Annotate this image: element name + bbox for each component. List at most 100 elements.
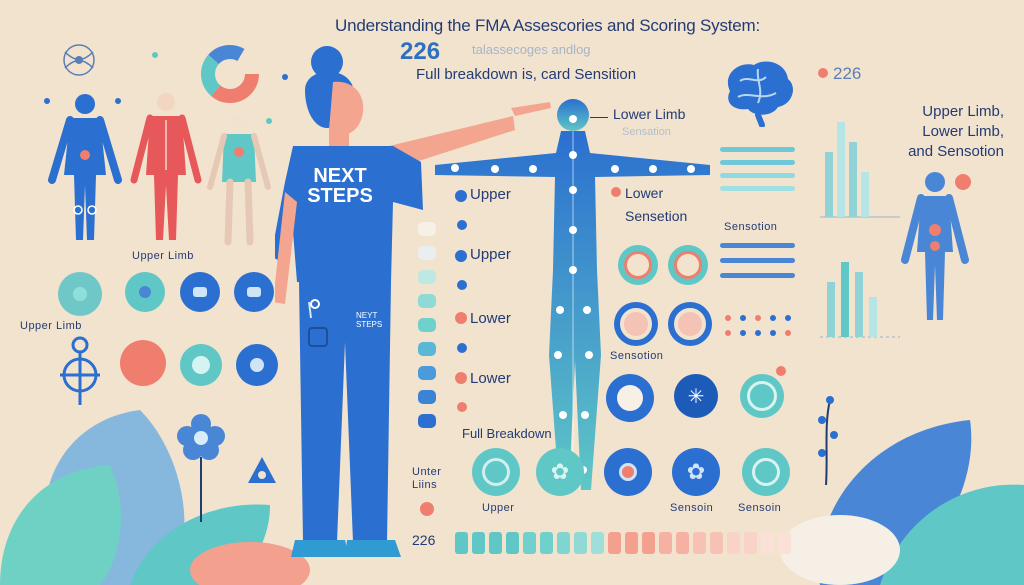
bottom-number: 226 <box>412 532 436 548</box>
list-label-lower-right: Lower <box>625 185 664 201</box>
progress-segment <box>761 532 774 554</box>
circle-icon-4 <box>234 272 274 312</box>
hbar <box>720 160 795 165</box>
bottom-flower-icon: ✿ <box>536 448 584 496</box>
legend-square <box>418 366 436 380</box>
bottom-label-sensoin-2: Sensoin <box>738 502 782 514</box>
progress-segment <box>710 532 723 554</box>
progress-segment <box>591 532 604 554</box>
bottom-icon-4: ✿ <box>672 448 720 496</box>
label-full-breakdown: Full Breakdown <box>462 426 552 441</box>
accent-dot <box>44 98 50 104</box>
stick-figure-icon <box>60 336 100 405</box>
flower-badge-icon <box>180 344 222 386</box>
left-leaves-illustration <box>0 410 310 585</box>
accent-dot <box>266 118 272 124</box>
ring-icon-1 <box>618 245 658 285</box>
label-sensotion-1: Sensotion <box>610 350 664 362</box>
circle-icon-coral <box>120 340 166 386</box>
muscle-figure-icon <box>130 93 202 240</box>
list-dot <box>455 312 467 324</box>
list-label-upper-1: Upper <box>470 186 511 203</box>
list-dot <box>457 280 467 290</box>
list-dot <box>457 402 467 412</box>
brain-icon <box>727 61 793 127</box>
progress-segment <box>744 532 757 554</box>
progress-segment <box>574 532 587 554</box>
human-figure-icon <box>48 94 122 240</box>
list-dot <box>455 250 467 262</box>
list-label-lower-2: Lower <box>470 370 511 387</box>
right-number: 226 <box>833 64 862 83</box>
body-label-faded: Sensation <box>622 126 671 138</box>
human-figure-icon-right <box>901 172 969 320</box>
accent-dot <box>776 366 786 376</box>
legend-square <box>418 270 436 284</box>
legend-square <box>418 222 436 236</box>
faded-subtitle: talassecoges andlog <box>472 42 591 57</box>
skeleton-figure-icon <box>207 114 271 246</box>
hbar <box>720 258 795 263</box>
donut-chart-icon <box>201 45 259 103</box>
body-label-lower-limb: Lower Limb <box>613 106 686 122</box>
progress-segment <box>455 532 468 554</box>
ring-icon-2 <box>668 245 708 285</box>
page-title: Understanding the FMA Assescories and Sc… <box>335 16 761 35</box>
callout-line <box>590 117 608 118</box>
left-label-upper-limb-2: Upper Limb <box>20 320 82 332</box>
bottom-label-sensoin-1: Sensoin <box>670 502 714 514</box>
progress-segment <box>540 532 553 554</box>
accent-dot <box>818 68 828 78</box>
badge-icon <box>236 344 278 386</box>
progress-segment <box>625 532 638 554</box>
triangle-icon <box>248 457 276 483</box>
label-sensotion-2: Sensotion <box>724 221 778 233</box>
bar-chart-icon <box>820 122 900 338</box>
legend-square <box>418 294 436 308</box>
progress-segment <box>472 532 485 554</box>
header-number: 226 <box>400 38 441 65</box>
legend-square <box>418 318 436 332</box>
anatomy-logo-icon <box>63 44 95 76</box>
ring-icon-3 <box>740 374 784 418</box>
subtitle: Full breakdown is, card Sensition <box>416 66 637 83</box>
legend-square <box>418 390 436 404</box>
legend-square <box>418 414 436 428</box>
target-icon-2 <box>668 302 712 346</box>
progress-segment <box>659 532 672 554</box>
sprig-icon <box>818 396 838 485</box>
progress-segment <box>676 532 689 554</box>
progress-segment <box>523 532 536 554</box>
presenter-illustration <box>275 46 551 557</box>
accent-dot <box>420 502 434 516</box>
accent-dot <box>115 98 121 104</box>
list-dot <box>611 187 621 197</box>
accent-dot <box>282 74 288 80</box>
flower-icon <box>177 414 225 522</box>
circle-icon-2 <box>125 272 165 312</box>
legend-square <box>418 342 436 356</box>
list-dot <box>457 343 467 353</box>
half-circle-icon <box>606 374 654 422</box>
hbar <box>720 147 795 152</box>
list-dot <box>455 372 467 384</box>
accent-dot <box>955 174 971 190</box>
list-dot <box>457 220 467 230</box>
dot-grid <box>725 315 791 336</box>
legend-square <box>418 246 436 260</box>
progress-segment <box>727 532 740 554</box>
left-label-upper-limb: Upper Limb <box>132 250 194 262</box>
list-dot <box>455 190 467 202</box>
pocket-label: NEYT STEPS <box>356 311 383 329</box>
bottom-icon-3 <box>604 448 652 496</box>
progress-segment <box>693 532 706 554</box>
hbar <box>720 173 795 178</box>
shirt-next-steps-label: NEXT STEPS <box>307 165 373 207</box>
progress-segment <box>642 532 655 554</box>
list-label-lower-1: Lower <box>470 310 511 327</box>
list-label-sensation: Sensetion <box>625 208 688 224</box>
hbar <box>720 186 795 191</box>
progress-segment <box>489 532 502 554</box>
bottom-label-unter-limbs: Unter Liins <box>412 466 442 491</box>
circle-icon-1 <box>58 272 102 316</box>
